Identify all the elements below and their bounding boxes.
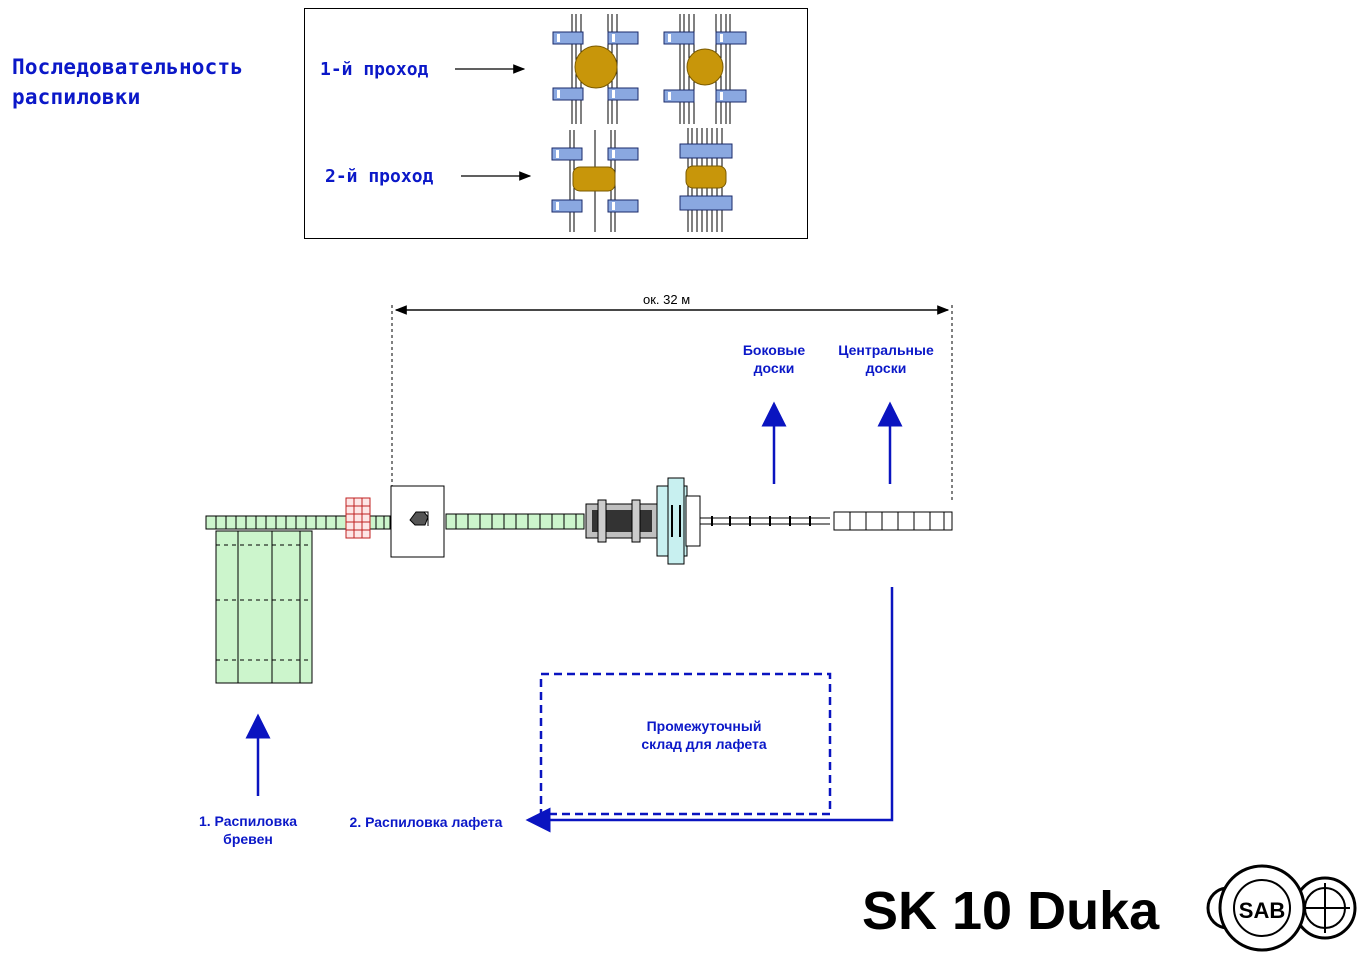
scanner-unit xyxy=(345,497,371,539)
center-boards-label: Центральные доски xyxy=(826,341,946,377)
buffer-line1: Промежуточный xyxy=(646,718,762,734)
log-turner xyxy=(390,485,445,558)
step2-label: 2. Распиловка лафета xyxy=(349,814,503,830)
step1-label: 1. Распиловка бревен xyxy=(180,812,316,848)
side-boards-line2: доски xyxy=(753,360,795,376)
logo-text: SAB xyxy=(1239,898,1285,923)
step1-line2: бревен xyxy=(223,831,273,847)
model-name: SK 10 Duka xyxy=(862,881,1160,941)
sab-logo: SAB xyxy=(1206,864,1357,952)
chipper-canter xyxy=(585,499,659,543)
infeed-conveyor xyxy=(205,515,391,530)
center-boards-line1: Центральные xyxy=(838,342,934,358)
pass2-label: 2-й проход xyxy=(325,166,434,187)
pass1-saw-left xyxy=(552,14,639,124)
sawing-sequence-panel xyxy=(304,8,808,239)
pass2-saw-right xyxy=(679,128,733,232)
buffer-line2: склад для лафета xyxy=(641,736,767,752)
center-boards-line2: доски xyxy=(865,360,907,376)
return-arrow xyxy=(525,587,894,833)
log-deck xyxy=(215,530,313,684)
side-boards-line1: Боковые xyxy=(742,342,806,358)
infeed-ticks xyxy=(215,516,385,529)
sequence-title: Последовательность распиловки xyxy=(12,52,243,112)
board-sorter xyxy=(833,511,953,531)
buffer-storage-label: Промежуточный склад для лафета xyxy=(600,717,808,753)
sequence-title-line2: распиловки xyxy=(12,85,141,109)
middle-conveyor xyxy=(445,513,585,530)
pass1-saw-right xyxy=(663,14,747,124)
circular-saw-unit xyxy=(656,477,701,565)
pass2-saw-left xyxy=(551,130,639,232)
side-boards-label: Боковые доски xyxy=(726,341,822,377)
step1-line1: 1. Распиловка xyxy=(198,813,297,829)
pass1-label: 1-й проход xyxy=(320,59,429,80)
sequence-title-line1: Последовательность xyxy=(12,55,244,79)
distance-label: ок. 32 м xyxy=(643,292,691,307)
outfeed-line xyxy=(700,517,830,525)
buffer-storage xyxy=(539,672,832,816)
